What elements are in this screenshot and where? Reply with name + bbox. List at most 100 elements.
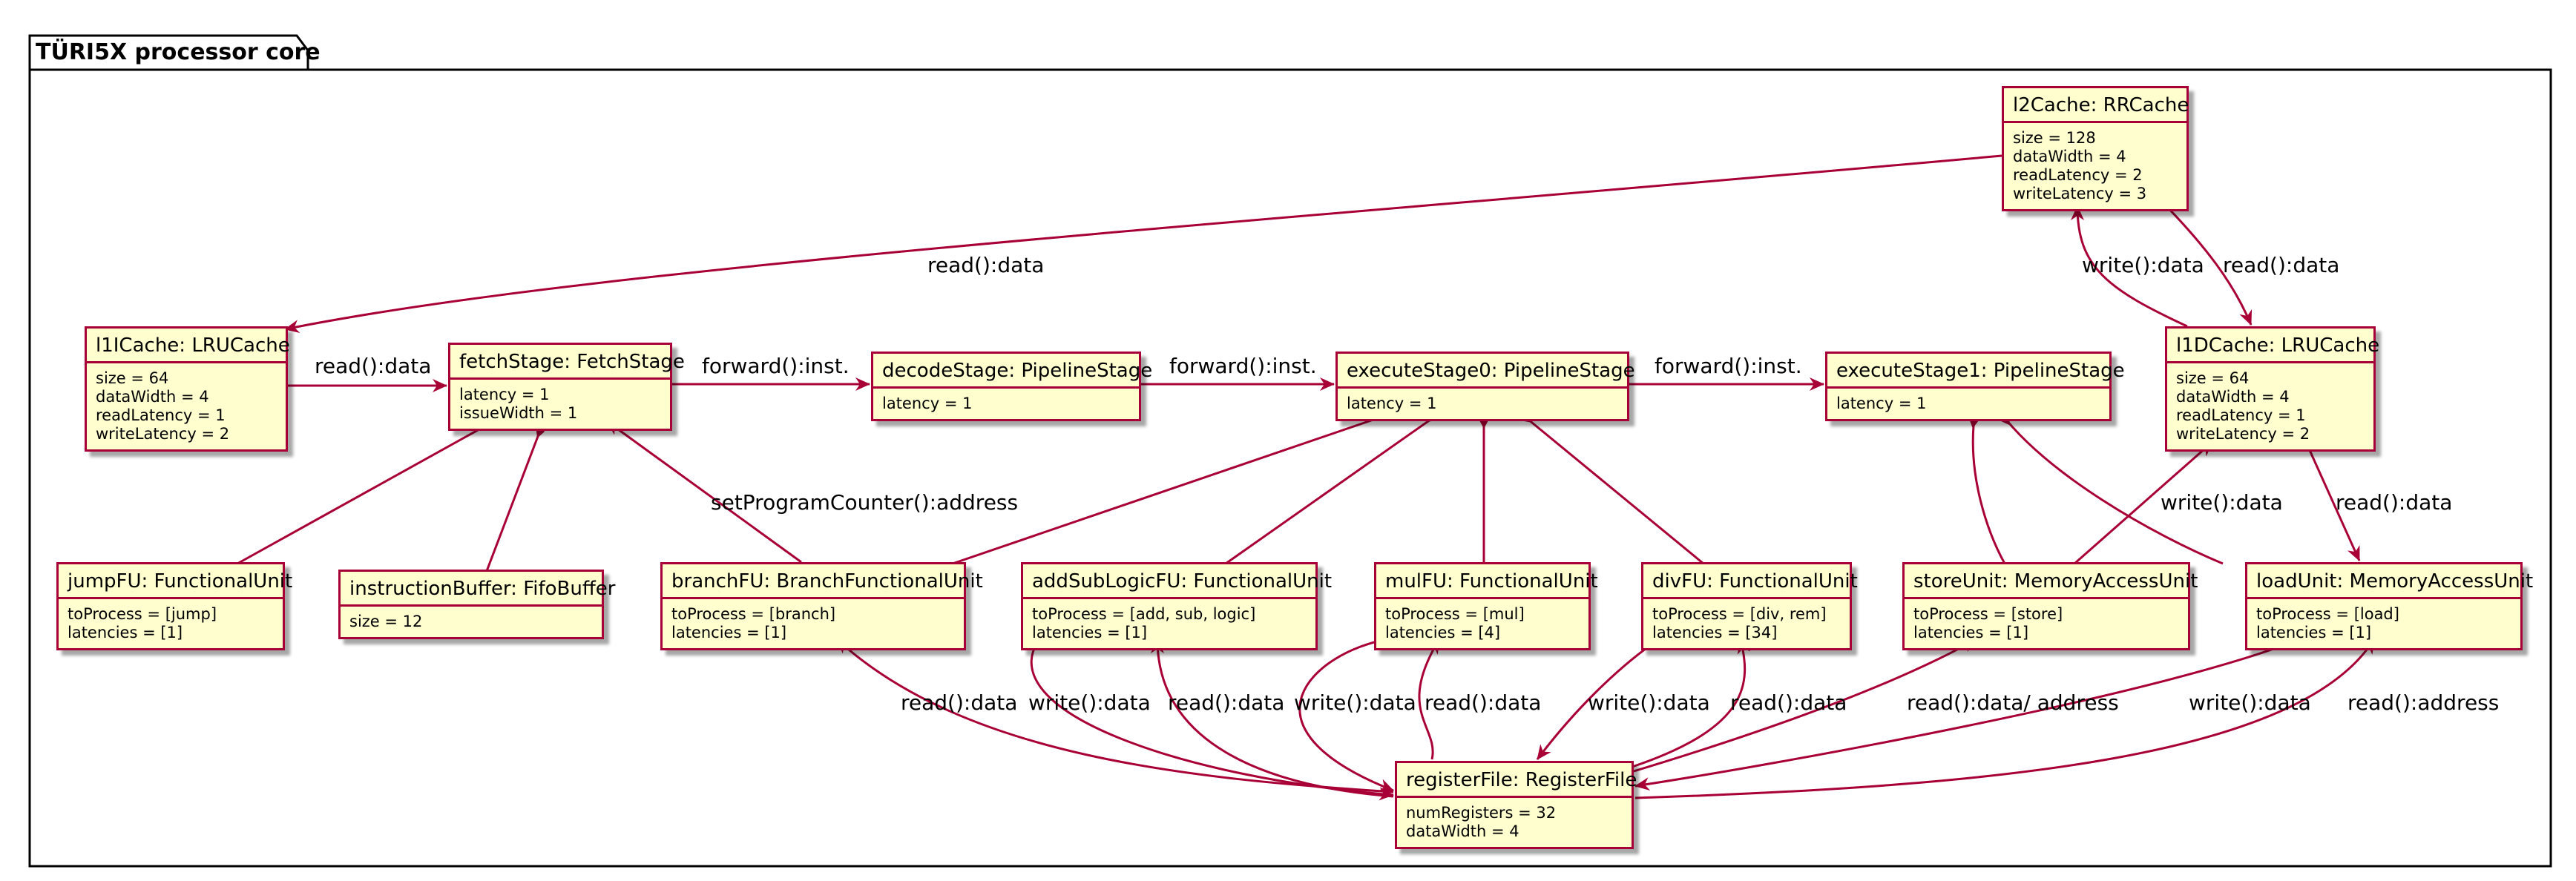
class-attributes: size = 128 dataWidth = 4 readLatency = 2… [2004, 123, 2186, 209]
class-box-add-sub-logic-fu[interactable]: addSubLogicFU: FunctionalUnit toProcess … [1021, 562, 1333, 650]
link-label: read():data [1730, 690, 1847, 715]
class-title: addSubLogicFU: FunctionalUnit [1032, 570, 1333, 593]
class-attribute: size = 12 [349, 613, 423, 630]
class-attribute: dataWidth = 4 [2013, 148, 2126, 165]
class-attribute: dataWidth = 4 [1406, 822, 1519, 840]
class-attributes: toProcess = [store] latencies = [1] [1905, 599, 2188, 648]
class-attributes: latency = 1 [873, 389, 1139, 419]
class-attribute: toProcess = [add, sub, logic] [1032, 605, 1256, 623]
class-box-l1icache[interactable]: l1ICache: LRUCache size = 64 dataWidth =… [85, 326, 290, 452]
comp-fetch-jumpfu [237, 421, 492, 565]
comp-exec1-store [1969, 412, 2006, 564]
class-title: fetchStage: FetchStage [459, 351, 685, 373]
link-label: read():data [901, 690, 1018, 715]
class-box-load-unit[interactable]: loadUnit: MemoryAccessUnit toProcess = [… [2245, 562, 2533, 650]
link-label: write():data [1294, 690, 1416, 715]
class-attributes: toProcess = [add, sub, logic] latencies … [1023, 599, 1315, 648]
link-reg-load [1634, 639, 2376, 799]
class-title: jumpFU: FunctionalUnit [68, 570, 293, 593]
link-label: write():data [2189, 690, 2311, 715]
link-reg-addsub [1151, 639, 1394, 798]
link-label: read():data [2223, 253, 2340, 277]
class-box-branch-fu[interactable]: branchFU: BranchFunctionalUnit toProcess… [660, 562, 983, 650]
package-tab [28, 34, 309, 70]
link-label: write():data [2082, 253, 2204, 277]
link-label: forward():inst. [702, 354, 850, 378]
link-label: write():data [2161, 490, 2283, 515]
link-label: read():data [315, 354, 432, 378]
link-load-reg [1634, 638, 2301, 791]
link-reg-div [1632, 639, 1751, 768]
link-label: read():data [1425, 690, 1542, 715]
class-attributes: size = 12 [341, 607, 602, 637]
class-box-mul-fu[interactable]: mulFU: FunctionalUnit toProcess = [mul] … [1374, 562, 1598, 650]
class-attribute: latency = 1 [459, 386, 550, 403]
class-attributes: size = 64 dataWidth = 4 readLatency = 1 … [87, 363, 286, 449]
link-label: read():data [2336, 490, 2453, 515]
class-box-decode-stage[interactable]: decodeStage: PipelineStage latency = 1 [871, 352, 1152, 421]
class-title: divFU: FunctionalUnit [1652, 570, 1858, 593]
link-l2-l1d [2165, 205, 2253, 326]
comp-exec0-divfu [1519, 411, 1704, 565]
class-box-fetch-stage[interactable]: fetchStage: FetchStage latency = 1 issue… [448, 343, 685, 431]
class-attribute: readLatency = 2 [2013, 166, 2143, 184]
class-attribute: writeLatency = 2 [2176, 425, 2310, 443]
class-box-l2cache[interactable]: l2Cache: RRCache size = 128 dataWidth = … [2002, 86, 2189, 211]
class-attributes: latency = 1 issueWidth = 1 [450, 380, 670, 429]
comp-fetch-ibuf [485, 422, 545, 572]
class-title: l1ICache: LRUCache [96, 334, 290, 357]
class-box-execute-stage0[interactable]: executeStage0: PipelineStage latency = 1 [1335, 352, 1635, 421]
link-l1d-l2 [2071, 205, 2188, 328]
class-title: branchFU: BranchFunctionalUnit [671, 570, 983, 593]
class-box-jump-fu[interactable]: jumpFU: FunctionalUnit toProcess = [jump… [56, 562, 293, 650]
link-label: write():data [1588, 690, 1710, 715]
class-box-div-fu[interactable]: divFU: FunctionalUnit toProcess = [div, … [1641, 562, 1858, 650]
link-l1d-load [2304, 441, 2361, 561]
class-box-execute-stage1[interactable]: executeStage1: PipelineStage latency = 1 [1825, 352, 2125, 421]
class-title: instructionBuffer: FifoBuffer [349, 578, 616, 600]
class-attribute: dataWidth = 4 [2176, 388, 2290, 406]
class-attribute: toProcess = [load] [2256, 605, 2399, 623]
class-box-l1dcache[interactable]: l1DCache: LRUCache size = 64 dataWidth =… [2165, 326, 2380, 452]
link-mul-reg [1298, 638, 1394, 792]
class-attributes: latency = 1 [1827, 389, 2109, 419]
class-attribute: toProcess = [div, rem] [1652, 605, 1827, 623]
class-box-store-unit[interactable]: storeUnit: MemoryAccessUnit toProcess = … [1902, 562, 2198, 650]
link-reg-branch [835, 638, 1394, 793]
class-attribute: latencies = [4] [1385, 624, 1501, 641]
link-branch-fetch [606, 420, 802, 564]
class-box-instruction-buffer[interactable]: instructionBuffer: FifoBuffer size = 12 [338, 570, 616, 639]
class-title: l1DCache: LRUCache [2176, 334, 2380, 357]
class-title: l2Cache: RRCache [2013, 94, 2189, 116]
comp-exec1-load [1999, 412, 2224, 565]
link-div-reg [1536, 638, 1660, 760]
comp-exec0-addsub [1225, 411, 1442, 565]
class-attribute: latencies = [1] [68, 624, 183, 641]
link-label: write():data [1028, 690, 1151, 715]
class-attributes: toProcess = [branch] latencies = [1] [663, 599, 964, 648]
class-attributes: size = 64 dataWidth = 4 readLatency = 1 … [2167, 363, 2373, 449]
class-attribute: issueWidth = 1 [459, 404, 578, 422]
link-label: read():data [1168, 690, 1285, 715]
class-box-register-file[interactable]: registerFile: RegisterFile numRegisters … [1395, 761, 1637, 849]
class-attribute: toProcess = [branch] [671, 605, 836, 623]
class-attribute: latencies = [1] [2256, 624, 2372, 641]
class-attribute: latency = 1 [882, 395, 973, 412]
class-title: registerFile: RegisterFile [1406, 769, 1637, 791]
package-title: TÜRI5X processor core [36, 39, 321, 65]
link-label: forward():inst. [1655, 354, 1802, 378]
class-title: executeStage1: PipelineStage [1836, 360, 2125, 382]
class-attribute: latencies = [34] [1652, 624, 1778, 641]
class-attribute: writeLatency = 2 [96, 425, 230, 443]
class-attributes: toProcess = [jump] latencies = [1] [59, 599, 283, 648]
link-reg-store [1633, 638, 1977, 773]
link-label: read():data/ address [1907, 690, 2119, 715]
class-attribute: toProcess = [jump] [68, 605, 217, 623]
class-attributes: toProcess = [load] latencies = [1] [2247, 599, 2520, 648]
class-attribute: writeLatency = 3 [2013, 185, 2147, 202]
package-frame [28, 68, 2552, 868]
class-attributes: toProcess = [mul] latencies = [4] [1376, 599, 1588, 648]
class-attributes: toProcess = [div, rem] latencies = [34] [1643, 599, 1850, 648]
link-label: setProgramCounter():address [711, 490, 1019, 515]
